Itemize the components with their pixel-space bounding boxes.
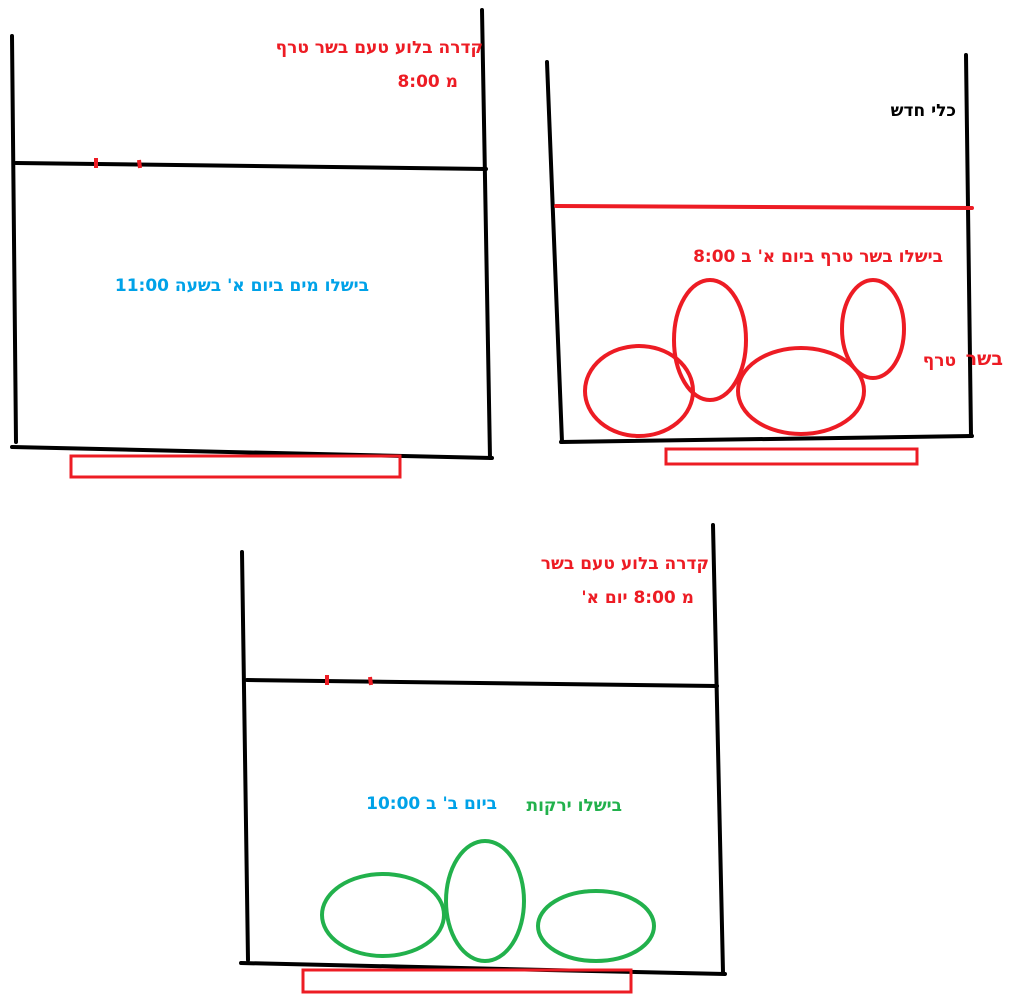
pot-right-new-vessel-label: כלי חדש [891, 103, 956, 120]
pot-bottom-meat-mark-2 [370, 677, 371, 685]
pot-left-liquid-level [16, 163, 486, 169]
pot-bottom-label-line1: קדרה בלוע טעם בשר [541, 556, 709, 573]
pot-right-bottom [561, 436, 972, 442]
pot-left-right-wall [482, 10, 490, 458]
pot-left-meat-mark-2 [139, 160, 140, 168]
meat-piece [674, 280, 746, 400]
pot-right-right-wall [966, 55, 971, 436]
pot-bottom-right-wall [713, 525, 723, 972]
pot-right-left-wall [547, 62, 562, 442]
meat-piece [842, 280, 904, 378]
pot-left-cooking-text: בישלו מים ביום א' בשעה 11:00 [115, 278, 369, 295]
pot-left-label-line2: מ 8:00 [397, 74, 458, 91]
pot-left-label-line1: קדרה בלוע טעם בשר טרף [276, 40, 483, 57]
pot-right-meat-label-small: טרף [923, 353, 956, 370]
pot-bottom-liquid-level [247, 680, 717, 686]
pot-bottom-cooking-text-green: בישלו ירקות [526, 798, 622, 815]
vegetable-piece [538, 891, 654, 961]
pot-bottom-label-line2: מ 8:00 יום א' [581, 590, 694, 607]
pot-bottom-burner [303, 970, 631, 992]
meat-piece [738, 348, 864, 434]
pot-right-cooking-text: בישלו בשר טרף ביום א' ב 8:00 [693, 249, 943, 266]
pot-bottom-left-wall [242, 552, 248, 960]
vegetable-piece [322, 874, 444, 956]
pot-left-burner [71, 456, 400, 477]
pot-right-meat-label-big: בשר [966, 350, 1003, 369]
pot-right-burner [666, 449, 917, 464]
pot-right-liquid-level [556, 206, 972, 208]
vegetable-piece [446, 841, 524, 961]
pot-bottom-cooking-text-blue: ביום ב' ב 10:00 [366, 796, 497, 813]
pot-left-left-wall [12, 36, 16, 442]
